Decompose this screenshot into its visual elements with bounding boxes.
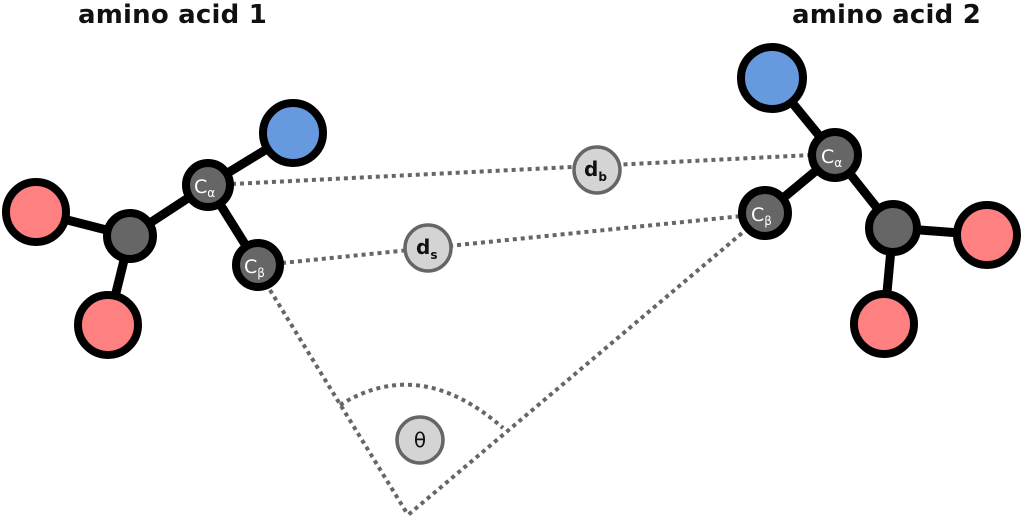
angle-badge bbox=[395, 415, 445, 465]
atom-1-calpha bbox=[182, 159, 234, 211]
sidechain-distance-line bbox=[281, 214, 743, 265]
sidechain-distance-badge bbox=[403, 223, 453, 273]
amino-acid-2-title: amino acid 2 bbox=[792, 0, 981, 30]
amino-acid-1-title: amino acid 1 bbox=[78, 0, 267, 30]
atom-2-calpha-label: Cα bbox=[821, 146, 842, 170]
atom-1-cbeta-label: Cβ bbox=[244, 256, 265, 280]
atom-1-calpha-label: Cα bbox=[194, 176, 215, 200]
angle-arc bbox=[338, 382, 505, 430]
atom-2-carbonyl-carbon bbox=[865, 200, 921, 256]
atom-1-nitrogen bbox=[259, 99, 327, 167]
atom-2-cbeta-label: Cβ bbox=[751, 204, 772, 228]
atom-1-oxygen-b bbox=[74, 291, 142, 359]
atom-2-calpha bbox=[808, 128, 862, 182]
backbone-distance-line bbox=[231, 153, 813, 186]
backbone-distance-badge bbox=[572, 145, 622, 195]
atom-2-oxygen-b bbox=[850, 290, 918, 358]
sidechain-distance-label: ds bbox=[416, 235, 437, 262]
angle-label: θ bbox=[414, 428, 426, 452]
atom-1-cbeta bbox=[232, 239, 284, 291]
atom-2-cbeta bbox=[738, 186, 792, 240]
atom-2-nitrogen bbox=[737, 43, 807, 113]
angle-arm-left bbox=[268, 288, 410, 517]
angle-arm-right bbox=[406, 226, 750, 517]
atom-1-oxygen-a bbox=[2, 178, 70, 246]
atom-1-carbonyl-carbon bbox=[103, 209, 157, 263]
atom-2-oxygen-a bbox=[953, 201, 1021, 269]
backbone-distance-label: db bbox=[584, 157, 607, 184]
